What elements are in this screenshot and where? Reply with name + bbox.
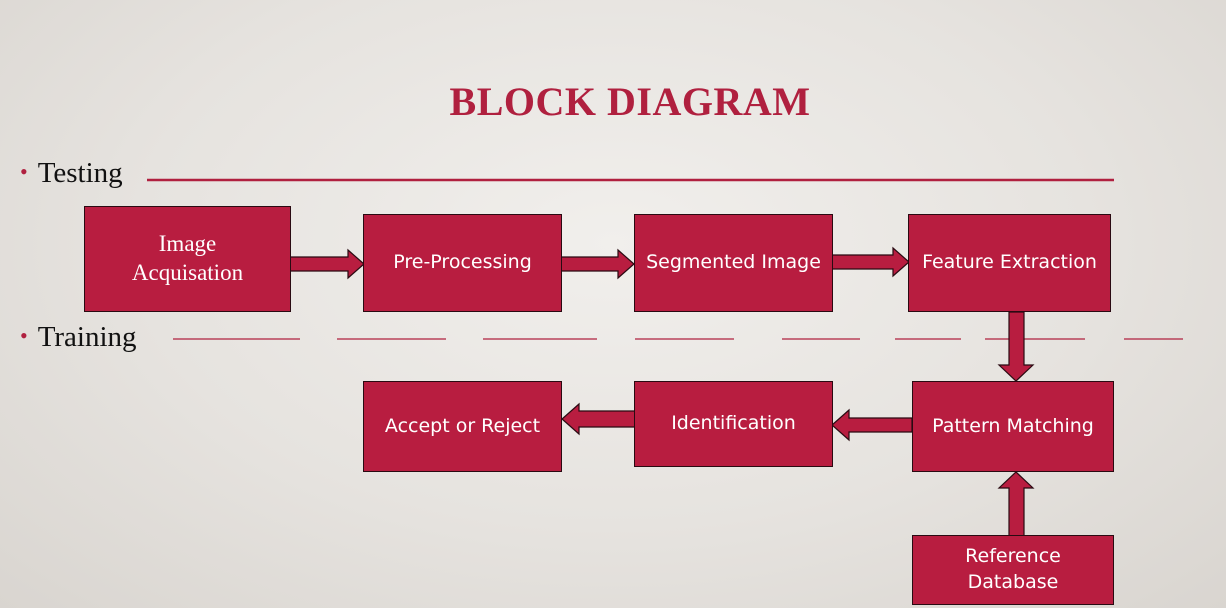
block-label: Pattern Matching — [932, 414, 1094, 437]
arrow-right-icon — [289, 248, 365, 280]
block-image-acquisition: Image Acquisation — [84, 206, 291, 312]
block-feature-extraction: Feature Extraction — [908, 214, 1111, 312]
block-label: Image Acquisation — [131, 231, 244, 285]
block-identification: Identification — [634, 381, 833, 467]
arrow-right-icon — [560, 248, 635, 280]
block-label: Identification — [671, 412, 796, 435]
block-reference-database: Reference Database — [912, 535, 1114, 605]
training-section-label: • Training — [20, 321, 137, 354]
arrow-down-icon — [997, 311, 1035, 382]
block-label: Feature Extraction — [922, 251, 1097, 274]
block-segmented-image: Segmented Image — [634, 214, 833, 312]
block-label: Reference Database — [965, 545, 1061, 593]
block-label: Pre-Processing — [393, 251, 532, 274]
arrow-left-icon — [831, 408, 913, 442]
block-label: Accept or Reject — [384, 414, 541, 437]
training-label: Training — [37, 321, 137, 353]
block-accept-or-reject: Accept or Reject — [363, 381, 562, 472]
bullet-icon: • — [20, 159, 28, 184]
block-pre-processing: Pre-Processing — [363, 214, 562, 312]
arrow-up-icon — [997, 471, 1035, 537]
arrow-right-icon — [831, 246, 910, 278]
block-label: Segmented Image — [646, 251, 821, 274]
slide-title: BLOCK DIAGRAM — [449, 79, 811, 124]
arrow-left-icon — [561, 402, 637, 436]
bullet-icon: • — [20, 323, 28, 348]
testing-section-label: • Testing — [20, 157, 123, 190]
block-pattern-matching: Pattern Matching — [912, 381, 1114, 472]
testing-label: Testing — [37, 157, 123, 189]
